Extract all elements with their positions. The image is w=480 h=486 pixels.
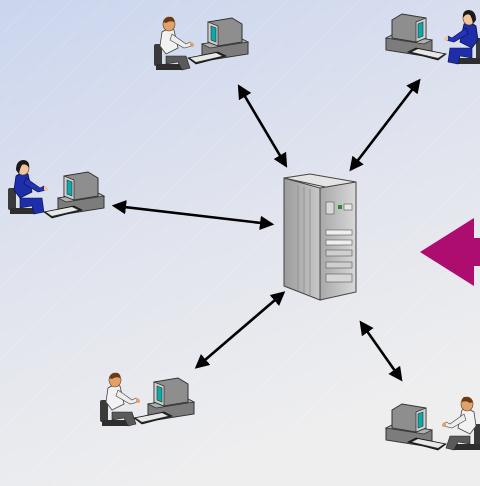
link-bottom-left — [194, 291, 286, 369]
server-tower-icon — [283, 173, 357, 301]
link-middle-left — [111, 200, 275, 230]
link-bottom-right — [359, 320, 403, 382]
large-left-arrow-icon — [420, 218, 480, 286]
link-top-left — [237, 84, 288, 168]
link-top-right — [349, 78, 421, 172]
connection-links — [111, 78, 421, 382]
